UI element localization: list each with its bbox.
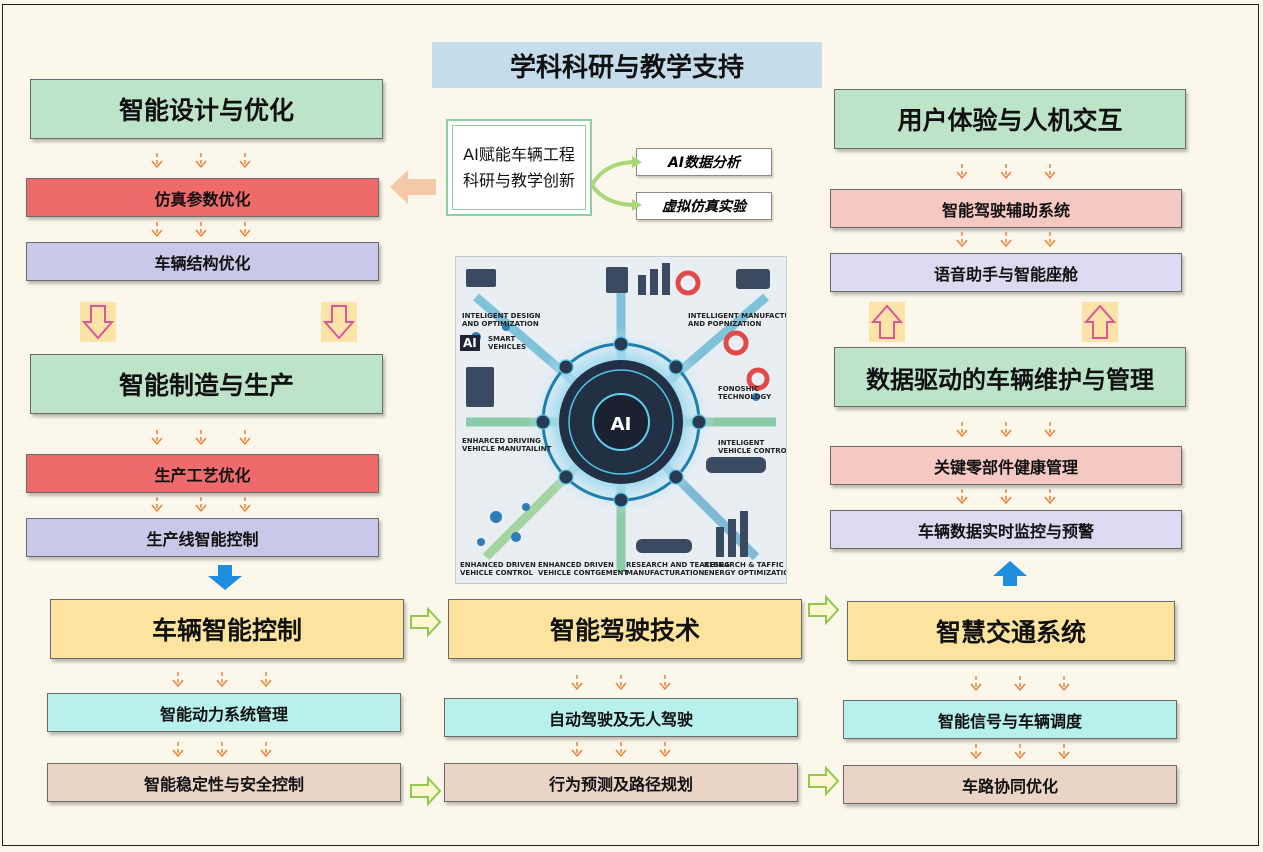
hub-smart-label: SMART VEHICLES — [488, 335, 527, 351]
hub-text-driving: ENHARCED DRIVING VEHICLE MANUTAILINT — [462, 437, 552, 453]
design-item-sim-params: 仿真参数优化 — [26, 178, 379, 217]
ux-title: 用户体验与人机交互 — [834, 89, 1186, 149]
traffic-item-v2x: 车路协同优化 — [843, 765, 1177, 804]
hub-text-bottom-1: ENHANCED DRIVEN VEHICLE CONTROL — [460, 561, 536, 577]
hub-text-technology: FONOSHIC TECHNOLOGY — [718, 385, 772, 401]
hub-text-manufacturing: INTELLIGENT MANUFACTURING AND POPNIZATIO… — [688, 312, 786, 328]
hub-graphics — [466, 263, 776, 572]
maintenance-title: 数据驱动的车辆维护与管理 — [834, 347, 1186, 407]
traffic-item-signal: 智能信号与车辆调度 — [843, 700, 1177, 739]
control-title: 车辆智能控制 — [50, 599, 404, 659]
traffic-title: 智慧交通系统 — [847, 601, 1175, 661]
manufacture-item-line-control: 生产线智能控制 — [26, 518, 379, 557]
hub-text-control: INTELIGENT VEHICLE CONTROL — [718, 439, 787, 455]
hub-text-bottom-4: RESEARCH & TAFFIC ENERGY OPTIMIZATION — [704, 561, 786, 577]
tag-virtual-sim: 虚拟仿真实验 — [636, 192, 772, 220]
center-ai-box: AI赋能车辆工程 科研与教学创新 — [446, 119, 592, 216]
hub-text-bottom-3: RESEARCH AND TEACHING MANUFACTURATION — [626, 561, 730, 577]
hub-ai-side: AI — [460, 335, 480, 351]
maintenance-item-monitor: 车辆数据实时监控与预警 — [830, 510, 1182, 549]
ai-hub-infographic: AI AI SMART VEHICLES INTELIGENT DESIGN A… — [455, 256, 787, 584]
tag-ai-analysis: AI数据分析 — [636, 148, 772, 176]
control-item-stability: 智能稳定性与安全控制 — [47, 763, 401, 802]
maintenance-item-health: 关键零部件健康管理 — [830, 446, 1182, 485]
control-item-power: 智能动力系统管理 — [47, 693, 401, 732]
center-line-2: 科研与教学创新 — [462, 170, 575, 190]
design-item-structure: 车辆结构优化 — [26, 242, 379, 281]
hub-text-bottom-2: ENHANCED DRIVEN VEHICLE CONTGEMENT — [538, 561, 629, 577]
driving-title: 智能驾驶技术 — [448, 599, 802, 659]
center-line-1: AI赋能车辆工程 — [463, 144, 575, 164]
center-box-inner-border — [452, 125, 586, 210]
design-title: 智能设计与优化 — [30, 79, 383, 139]
manufacture-item-process: 生产工艺优化 — [26, 454, 379, 493]
hub-ai-center: AI — [610, 414, 632, 435]
driving-item-autonomous: 自动驾驶及无人驾驶 — [444, 698, 798, 737]
ux-item-adas: 智能驾驶辅助系统 — [830, 189, 1182, 228]
diagram-frame — [2, 4, 1259, 846]
ux-item-voice-cockpit: 语音助手与智能座舱 — [830, 253, 1182, 292]
page-title: 学科科研与教学支持 — [432, 42, 822, 88]
driving-item-prediction: 行为预测及路径规划 — [444, 763, 798, 802]
hub-text-design: INTELIGENT DESIGN AND OPTIMIZATION — [462, 312, 541, 328]
manufacture-title: 智能制造与生产 — [30, 354, 383, 414]
